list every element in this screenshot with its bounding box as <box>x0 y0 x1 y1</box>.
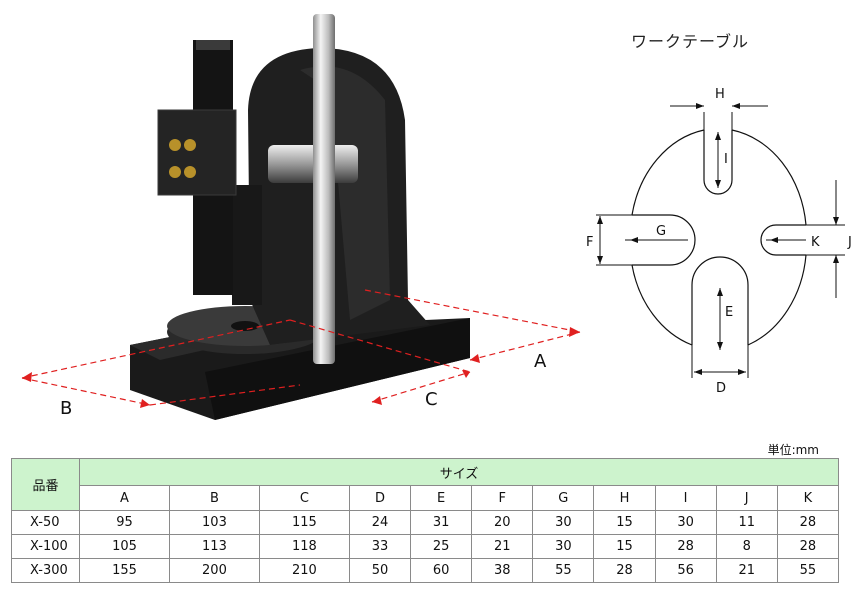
dimension-lines <box>21 289 581 406</box>
value-cell: 20 <box>471 510 534 535</box>
column-header-h: H <box>593 485 656 511</box>
value-cell: 30 <box>532 510 595 535</box>
value-cell: 21 <box>471 534 534 559</box>
column-header-k: K <box>776 485 840 511</box>
dim-label-c: C <box>425 389 438 410</box>
value-cell: 30 <box>654 510 717 535</box>
dim-label-i: I <box>724 152 728 167</box>
value-cell: 105 <box>79 534 170 559</box>
dim-label-g: G <box>656 224 666 239</box>
value-cell: 56 <box>654 558 717 583</box>
value-cell: 11 <box>715 510 778 535</box>
size-header: サイズ <box>79 458 839 486</box>
dim-label-a: A <box>534 351 547 372</box>
value-cell: 200 <box>168 558 260 583</box>
model-name-cell: X-100 <box>11 534 80 559</box>
value-cell: 21 <box>715 558 778 583</box>
column-header-g: G <box>532 485 595 511</box>
value-cell: 115 <box>258 510 350 535</box>
column-header-b: B <box>168 485 260 511</box>
value-cell: 55 <box>776 558 840 583</box>
value-cell: 38 <box>471 558 534 583</box>
unit-label: 単位:mm <box>767 443 819 457</box>
value-cell: 103 <box>168 510 260 535</box>
value-cell: 118 <box>258 534 350 559</box>
model-header: 品番 <box>11 458 80 511</box>
worktable-diagram: H I G F K J E D <box>586 87 852 396</box>
press-frame <box>232 48 430 345</box>
value-cell: 28 <box>776 534 840 559</box>
worktable-dimensions <box>596 105 845 378</box>
worktable-outline <box>631 129 807 346</box>
dim-label-e: E <box>725 305 733 320</box>
value-cell: 24 <box>348 510 412 535</box>
value-cell: 155 <box>79 558 170 583</box>
worktable-title: ワークテーブル <box>631 32 750 51</box>
value-cell: 33 <box>348 534 412 559</box>
dim-label-k: K <box>811 235 820 250</box>
column-header-j: J <box>715 485 778 511</box>
arbor-press-illustration: A B C <box>21 14 581 420</box>
value-cell: 55 <box>532 558 595 583</box>
value-cell: 8 <box>715 534 778 559</box>
column-header-c: C <box>258 485 350 511</box>
rack-housing <box>157 40 237 295</box>
column-header-a: A <box>79 485 170 511</box>
column-header-e: E <box>410 485 473 511</box>
value-cell: 31 <box>410 510 473 535</box>
dim-label-j: J <box>847 235 852 250</box>
value-cell: 60 <box>410 558 473 583</box>
dimension-arrows <box>22 327 580 408</box>
model-name-cell: X-50 <box>11 510 80 535</box>
value-cell: 30 <box>532 534 595 559</box>
worktable-arrowheads <box>597 103 839 375</box>
dim-label-h: H <box>715 87 725 102</box>
column-header-d: D <box>348 485 412 511</box>
value-cell: 210 <box>258 558 350 583</box>
dim-label-d: D <box>716 381 726 396</box>
value-cell: 95 <box>79 510 170 535</box>
value-cell: 15 <box>593 510 656 535</box>
value-cell: 28 <box>593 558 656 583</box>
value-cell: 15 <box>593 534 656 559</box>
model-name-cell: X-300 <box>11 558 80 583</box>
value-cell: 50 <box>348 558 412 583</box>
column-header-f: F <box>471 485 534 511</box>
value-cell: 28 <box>654 534 717 559</box>
dim-label-f: F <box>586 235 593 250</box>
dim-label-b: B <box>60 398 72 419</box>
value-cell: 28 <box>776 510 840 535</box>
column-header-i: I <box>654 485 717 511</box>
value-cell: 113 <box>168 534 260 559</box>
value-cell: 25 <box>410 534 473 559</box>
handle-pillar <box>313 14 335 364</box>
